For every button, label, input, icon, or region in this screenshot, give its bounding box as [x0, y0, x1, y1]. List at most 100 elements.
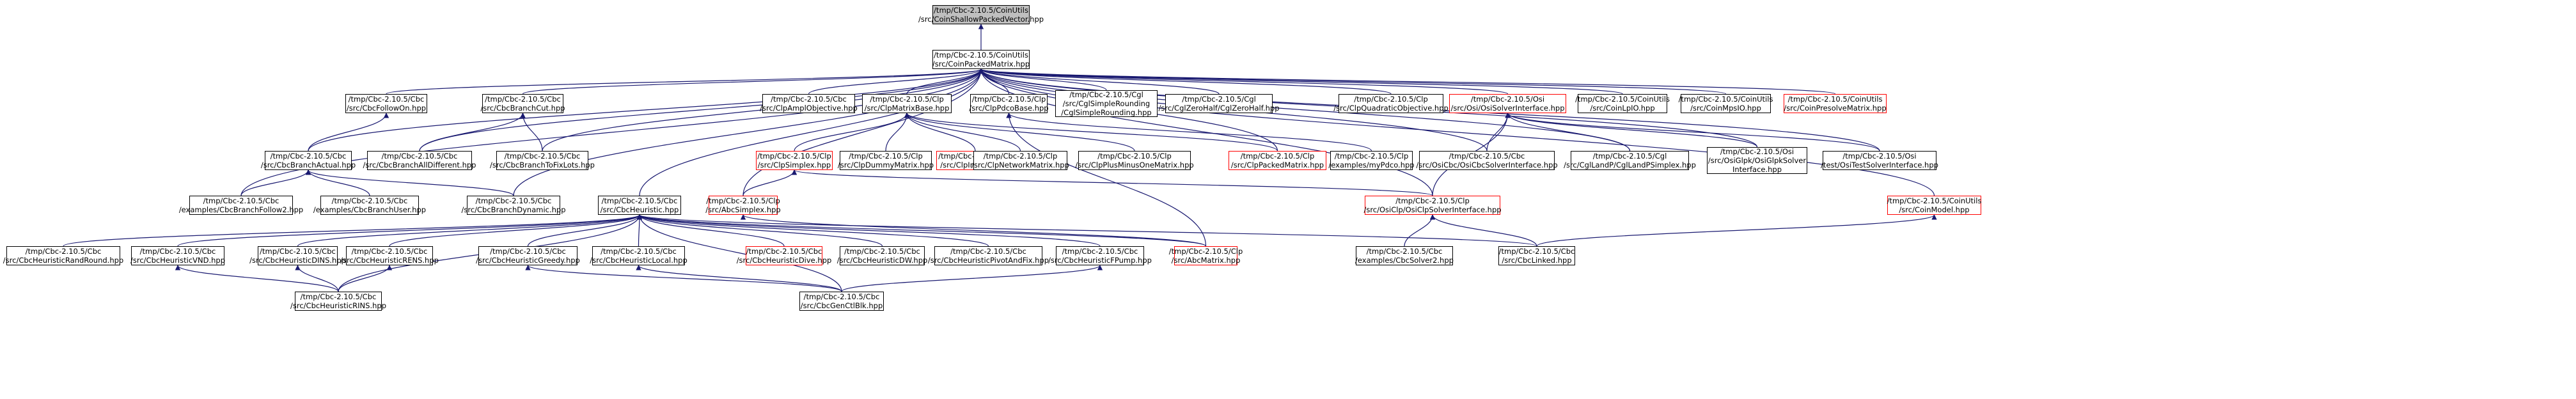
dependency-edge-clpnetwork-to-clpmatbase [904, 113, 1021, 152]
dependency-edge-osisi-to-cpm [978, 68, 1509, 95]
node-clppackedmatrix[interactable]: /tmp/Cbc-2.10.5/Clp/src/ClpPackedMatrix.… [1229, 151, 1326, 170]
node-cbcgenctlblk[interactable]: /tmp/Cbc-2.10.5/Cbc/src/CbcGenCtlBlk.hpp [799, 292, 884, 311]
node-cbcheuristicvnd[interactable]: /tmp/Cbc-2.10.5/Cbc/src/CbcHeuristicVND.… [130, 246, 226, 265]
dependency-edge-branchcut-to-cpm [522, 68, 984, 95]
node-clpnetworkmatrix[interactable]: /tmp/Cbc-2.10.5/Clp/src/ClpNetworkMatrix… [971, 151, 1069, 170]
dependency-edge-dw-to-heuristic [636, 214, 883, 247]
node-cbcbranchactual[interactable]: /tmp/Cbc-2.10.5/Cbc/src/CbcBranchActual.… [260, 151, 356, 170]
node-cbcheuristic[interactable]: /tmp/Cbc-2.10.5/Cbc/src/CbcHeuristic.hpp [598, 196, 681, 215]
dependency-edge-branchtofix-to-branchcut [520, 113, 543, 152]
dependency-edge-rens-to-heuristic [389, 214, 643, 247]
dependency-edge-osiclp-to-clpsimplex [792, 169, 1433, 196]
dependency-edge-rins-to-rens [338, 265, 393, 292]
dependency-edge-cutblk-to-greedy [525, 265, 842, 292]
dependency-edge-follow2-to-branchactual [240, 169, 311, 196]
dependency-edge-cutblk-to-local [636, 265, 842, 292]
node-cbcheuristicrins[interactable]: /tmp/Cbc-2.10.5/Cbc/src/CbcHeuristicRINS… [290, 292, 386, 311]
node-cbcbranchalldifferent[interactable]: /tmp/Cbc-2.10.5/Cbc/src/CbcBranchAllDiff… [363, 151, 476, 170]
dependency-edge-linked-to-heuristic [637, 214, 1537, 247]
dependency-edge-abcmatrix-to-abcsimplex [741, 214, 1207, 247]
dependency-edge-osiclp-to-cpm [978, 68, 1433, 196]
dependency-edge-local-to-heuristic [636, 214, 643, 247]
node-cbcbranchdynamic[interactable]: /tmp/Cbc-2.10.5/Cbc/src/CbcBranchDynamic… [461, 196, 566, 215]
dependency-edge-pivotfix-to-heuristic [636, 214, 989, 247]
node-osisolverinterface[interactable]: /tmp/Cbc-2.10.5/Osi/src/Osi/OsiSolverInt… [1449, 94, 1566, 113]
node-cbcfollowon[interactable]: /tmp/Cbc-2.10.5/Cbc/src/CbcFollowOn.hpp [345, 94, 427, 113]
node-cbclinked[interactable]: /tmp/Cbc-2.10.5/Cbc/src/CbcLinked.hpp [1498, 246, 1575, 265]
dependency-edge-cgllandp-to-osisi [1505, 113, 1631, 152]
dependency-edge-branchdyn-to-cpm [513, 68, 984, 196]
node-cglsimplerounding[interactable]: /tmp/Cbc-2.10.5/Cgl/src/CglSimpleRoundin… [1055, 90, 1158, 117]
node-osicbcsolverinterface[interactable]: /tmp/Cbc-2.10.5/Cbc/src/OsiCbc/OsiCbcSol… [1416, 151, 1558, 170]
dependency-edge-randround-to-heuristic [63, 214, 642, 247]
node-clpamplobjective[interactable]: /tmp/Cbc-2.10.5/Cbc/src/ClpAmplObjective… [760, 94, 858, 113]
node-osiclpsolverinterface[interactable]: /tmp/Cbc-2.10.5/Clp/src/OsiClp/OsiClpSol… [1363, 196, 1502, 215]
node-clppdcobase[interactable]: /tmp/Cbc-2.10.5/Clp/src/ClpPdcoBase.hpp [969, 94, 1049, 113]
dependency-edge-clpinterior-to-clpmatbase [904, 113, 976, 152]
node-ositestsolverinterface[interactable]: /tmp/Cbc-2.10.5/Osi/test/OsiTestSolverIn… [1821, 151, 1938, 170]
node-coinlpio[interactable]: /tmp/Cbc-2.10.5/CoinUtils/src/CoinLpIO.h… [1575, 94, 1670, 113]
node-cbcheuristiclocal[interactable]: /tmp/Cbc-2.10.5/Cbc/src/CbcHeuristicLoca… [590, 246, 687, 265]
node-coinmpsio[interactable]: /tmp/Cbc-2.10.5/CoinUtils/src/CoinMpsIO.… [1678, 94, 1773, 113]
node-cbcsolver2[interactable]: /tmp/Cbc-2.10.5/Cbc/examples/CbcSolver2.… [1355, 246, 1454, 265]
node-cbcheuristicdins[interactable]: /tmp/Cbc-2.10.5/Cbc/src/CbcHeuristicDINS… [249, 246, 346, 265]
node-clpplusminusonematrix[interactable]: /tmp/Cbc-2.10.5/Clp/src/ClpPlusMinusOneM… [1075, 151, 1194, 170]
node-cbcbranchfollow2[interactable]: /tmp/Cbc-2.10.5/Cbc/examples/CbcBranchFo… [178, 196, 304, 215]
node-clpquadraticobjective[interactable]: /tmp/Cbc-2.10.5/Clp/src/ClpQuadraticObje… [1333, 94, 1449, 113]
node-mypdco[interactable]: /tmp/Cbc-2.10.5/Clp/examples/myPdco.hpp [1328, 151, 1415, 170]
dependency-edge-followon-to-cpm [386, 68, 984, 95]
dependency-edge-branchdyn-to-branchactual [305, 169, 514, 196]
dependency-edge-rins-to-vnd [175, 265, 339, 292]
node-cbcheuristicdw[interactable]: /tmp/Cbc-2.10.5/Cbc/src/CbcHeuristicDW.h… [836, 246, 928, 265]
dependency-edge-clpplusminus-to-clpmatbase [904, 113, 1135, 152]
dependency-edge-branchalldiff-to-cpm [419, 68, 984, 152]
dependency-edge-rins-to-dins [295, 265, 339, 292]
node-cbcheuristicfpump[interactable]: /tmp/Cbc-2.10.5/Cbc/src/CbcHeuristicFPum… [1048, 246, 1152, 265]
dependency-edge-solver2-to-osiclp [1404, 214, 1436, 247]
node-cbcheuristicrandround[interactable]: /tmp/Cbc-2.10.5/Cbc/src/CbcHeuristicRand… [3, 246, 124, 265]
dependency-edge-osiglpk-to-osisi [1505, 113, 1758, 148]
node-cbcbranchuser[interactable]: /tmp/Cbc-2.10.5/Cbc/examples/CbcBranchUs… [313, 196, 427, 215]
dependency-edge-clpquad-to-cpm [978, 68, 1392, 95]
dependency-edge-clpsimplex-to-clpmatbase [794, 113, 910, 152]
dependency-edge-branchalldiff-to-branchcut [419, 113, 526, 152]
node-coinshallowpackedvector: /tmp/Cbc-2.10.5/CoinUtils/src/CoinShallo… [918, 5, 1044, 24]
dependency-edge-abcsimplex-to-clpsimplex [742, 169, 797, 196]
dependency-edge-branchactual-to-cpm [308, 68, 984, 152]
dependency-edge-dins-to-heuristic [297, 214, 643, 247]
dependency-edge-abcmatrix-to-clppdco [1006, 113, 1207, 247]
node-cbcheuristicpivotandfix[interactable]: /tmp/Cbc-2.10.5/Cbc/src/CbcHeuristicPivo… [927, 246, 1049, 265]
dependency-edge-abcmatrix-to-heuristic [637, 214, 1207, 247]
node-clpmatrixbase[interactable]: /tmp/Cbc-2.10.5/Clp/src/ClpMatrixBase.hp… [862, 94, 952, 113]
dependency-edge-cglzero-to-cpm [978, 68, 1220, 95]
node-osiglpksolverinterface[interactable]: /tmp/Cbc-2.10.5/Osi/src/OsiGlpk/OsiGlpkS… [1707, 147, 1807, 174]
dependency-edge-heuristic-to-cpm [639, 68, 984, 196]
node-cbcheuristicgreedy[interactable]: /tmp/Cbc-2.10.5/Cbc/src/CbcHeuristicGree… [476, 246, 580, 265]
node-cbcheuristicdive[interactable]: /tmp/Cbc-2.10.5/Cbc/src/CbcHeuristicDive… [736, 246, 832, 265]
dependency-edge-greedy-to-heuristic [527, 214, 643, 247]
dependency-edge-amplobj-to-cpm [808, 68, 984, 95]
dependency-edge-linked-to-osiclp [1429, 214, 1537, 247]
node-abcsimplex[interactable]: /tmp/Cbc-2.10.5/Clp/src/AbcSimplex.hpp [705, 196, 781, 215]
dependency-edge-cutblk-to-fpump [841, 265, 1103, 292]
dependency-edge-follow2-to-cpm [240, 68, 984, 196]
dependency-edge-vnd-to-heuristic [177, 214, 642, 247]
node-clpdummymatrix[interactable]: /tmp/Cbc-2.10.5/Clp/src/ClpDummyMatrix.h… [837, 151, 934, 170]
node-coinpackedmatrix[interactable]: /tmp/Cbc-2.10.5/CoinUtils/src/CoinPacked… [932, 50, 1030, 69]
dependency-edge-fpump-to-heuristic [637, 214, 1101, 247]
dependency-edge-abcsimplex-to-cpm [742, 68, 984, 196]
dependency-edge-cutblk-to-heuristic [636, 214, 842, 292]
node-coinmodel[interactable]: /tmp/Cbc-2.10.5/CoinUtils/src/CoinModel.… [1887, 196, 1982, 215]
node-cbcbranchtofixlots[interactable]: /tmp/Cbc-2.10.5/Cbc/src/CbcBranchToFixLo… [490, 151, 595, 170]
node-coinpresolvematrix[interactable]: /tmp/Cbc-2.10.5/CoinUtils/src/CoinPresol… [1784, 94, 1887, 113]
node-cgllandpsimplex[interactable]: /tmp/Cbc-2.10.5/Cgl/src/CglLandP/CglLand… [1564, 151, 1696, 170]
dependency-edge-ositest-to-osisi [1505, 113, 1880, 152]
dependency-edge-coinpresolve-to-cpm [978, 68, 1836, 95]
node-abcmatrix[interactable]: /tmp/Cbc-2.10.5/Clp/src/AbcMatrix.hpp [1168, 246, 1243, 265]
dependency-edge-dive-to-heuristic [636, 214, 785, 247]
node-clpsimplex[interactable]: /tmp/Cbc-2.10.5/Clp/src/ClpSimplex.hpp [756, 151, 833, 170]
node-cbcbranchcut[interactable]: /tmp/Cbc-2.10.5/Cbc/src/CbcBranchCut.hpp [480, 94, 565, 113]
dependency-edge-cglsimple-to-cpm [978, 68, 1107, 91]
node-cbcheuristicrens[interactable]: /tmp/Cbc-2.10.5/Cbc/src/CbcHeuristicRENS… [340, 246, 439, 265]
node-cglzerohalf[interactable]: /tmp/Cbc-2.10.5/Cgl/src/CglZeroHalf/CglZ… [1158, 94, 1280, 113]
